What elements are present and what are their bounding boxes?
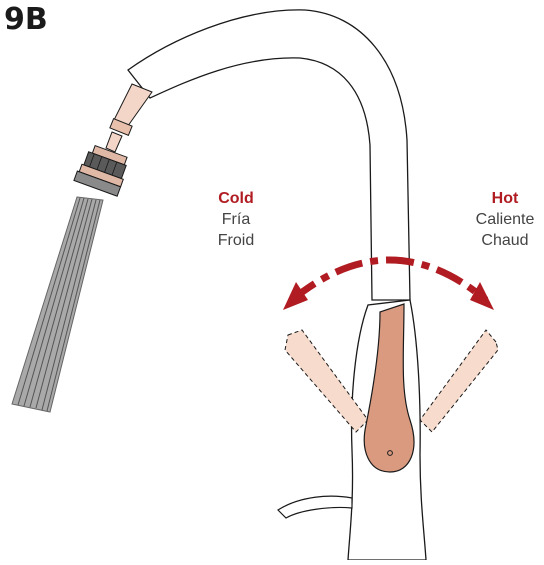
arrow-head-cold [283,282,308,310]
hot-label-en: Hot [466,188,544,209]
cold-label-fr: Froid [208,230,264,251]
hot-label-es: Caliente [466,209,544,230]
step-label: 9B [4,2,48,37]
cold-label-es: Fría [208,209,264,230]
cold-label-en: Cold [208,188,264,209]
cold-label-block: Cold Fría Froid [208,188,264,251]
side-hose [278,496,352,518]
hot-label-fr: Chaud [466,230,544,251]
spray-head [74,143,131,196]
spray-stream [12,197,103,412]
hot-label-block: Hot Caliente Chaud [466,188,544,251]
pulldown-hose [106,84,152,152]
handle-ghost-hot [420,330,498,432]
spout [128,10,410,300]
